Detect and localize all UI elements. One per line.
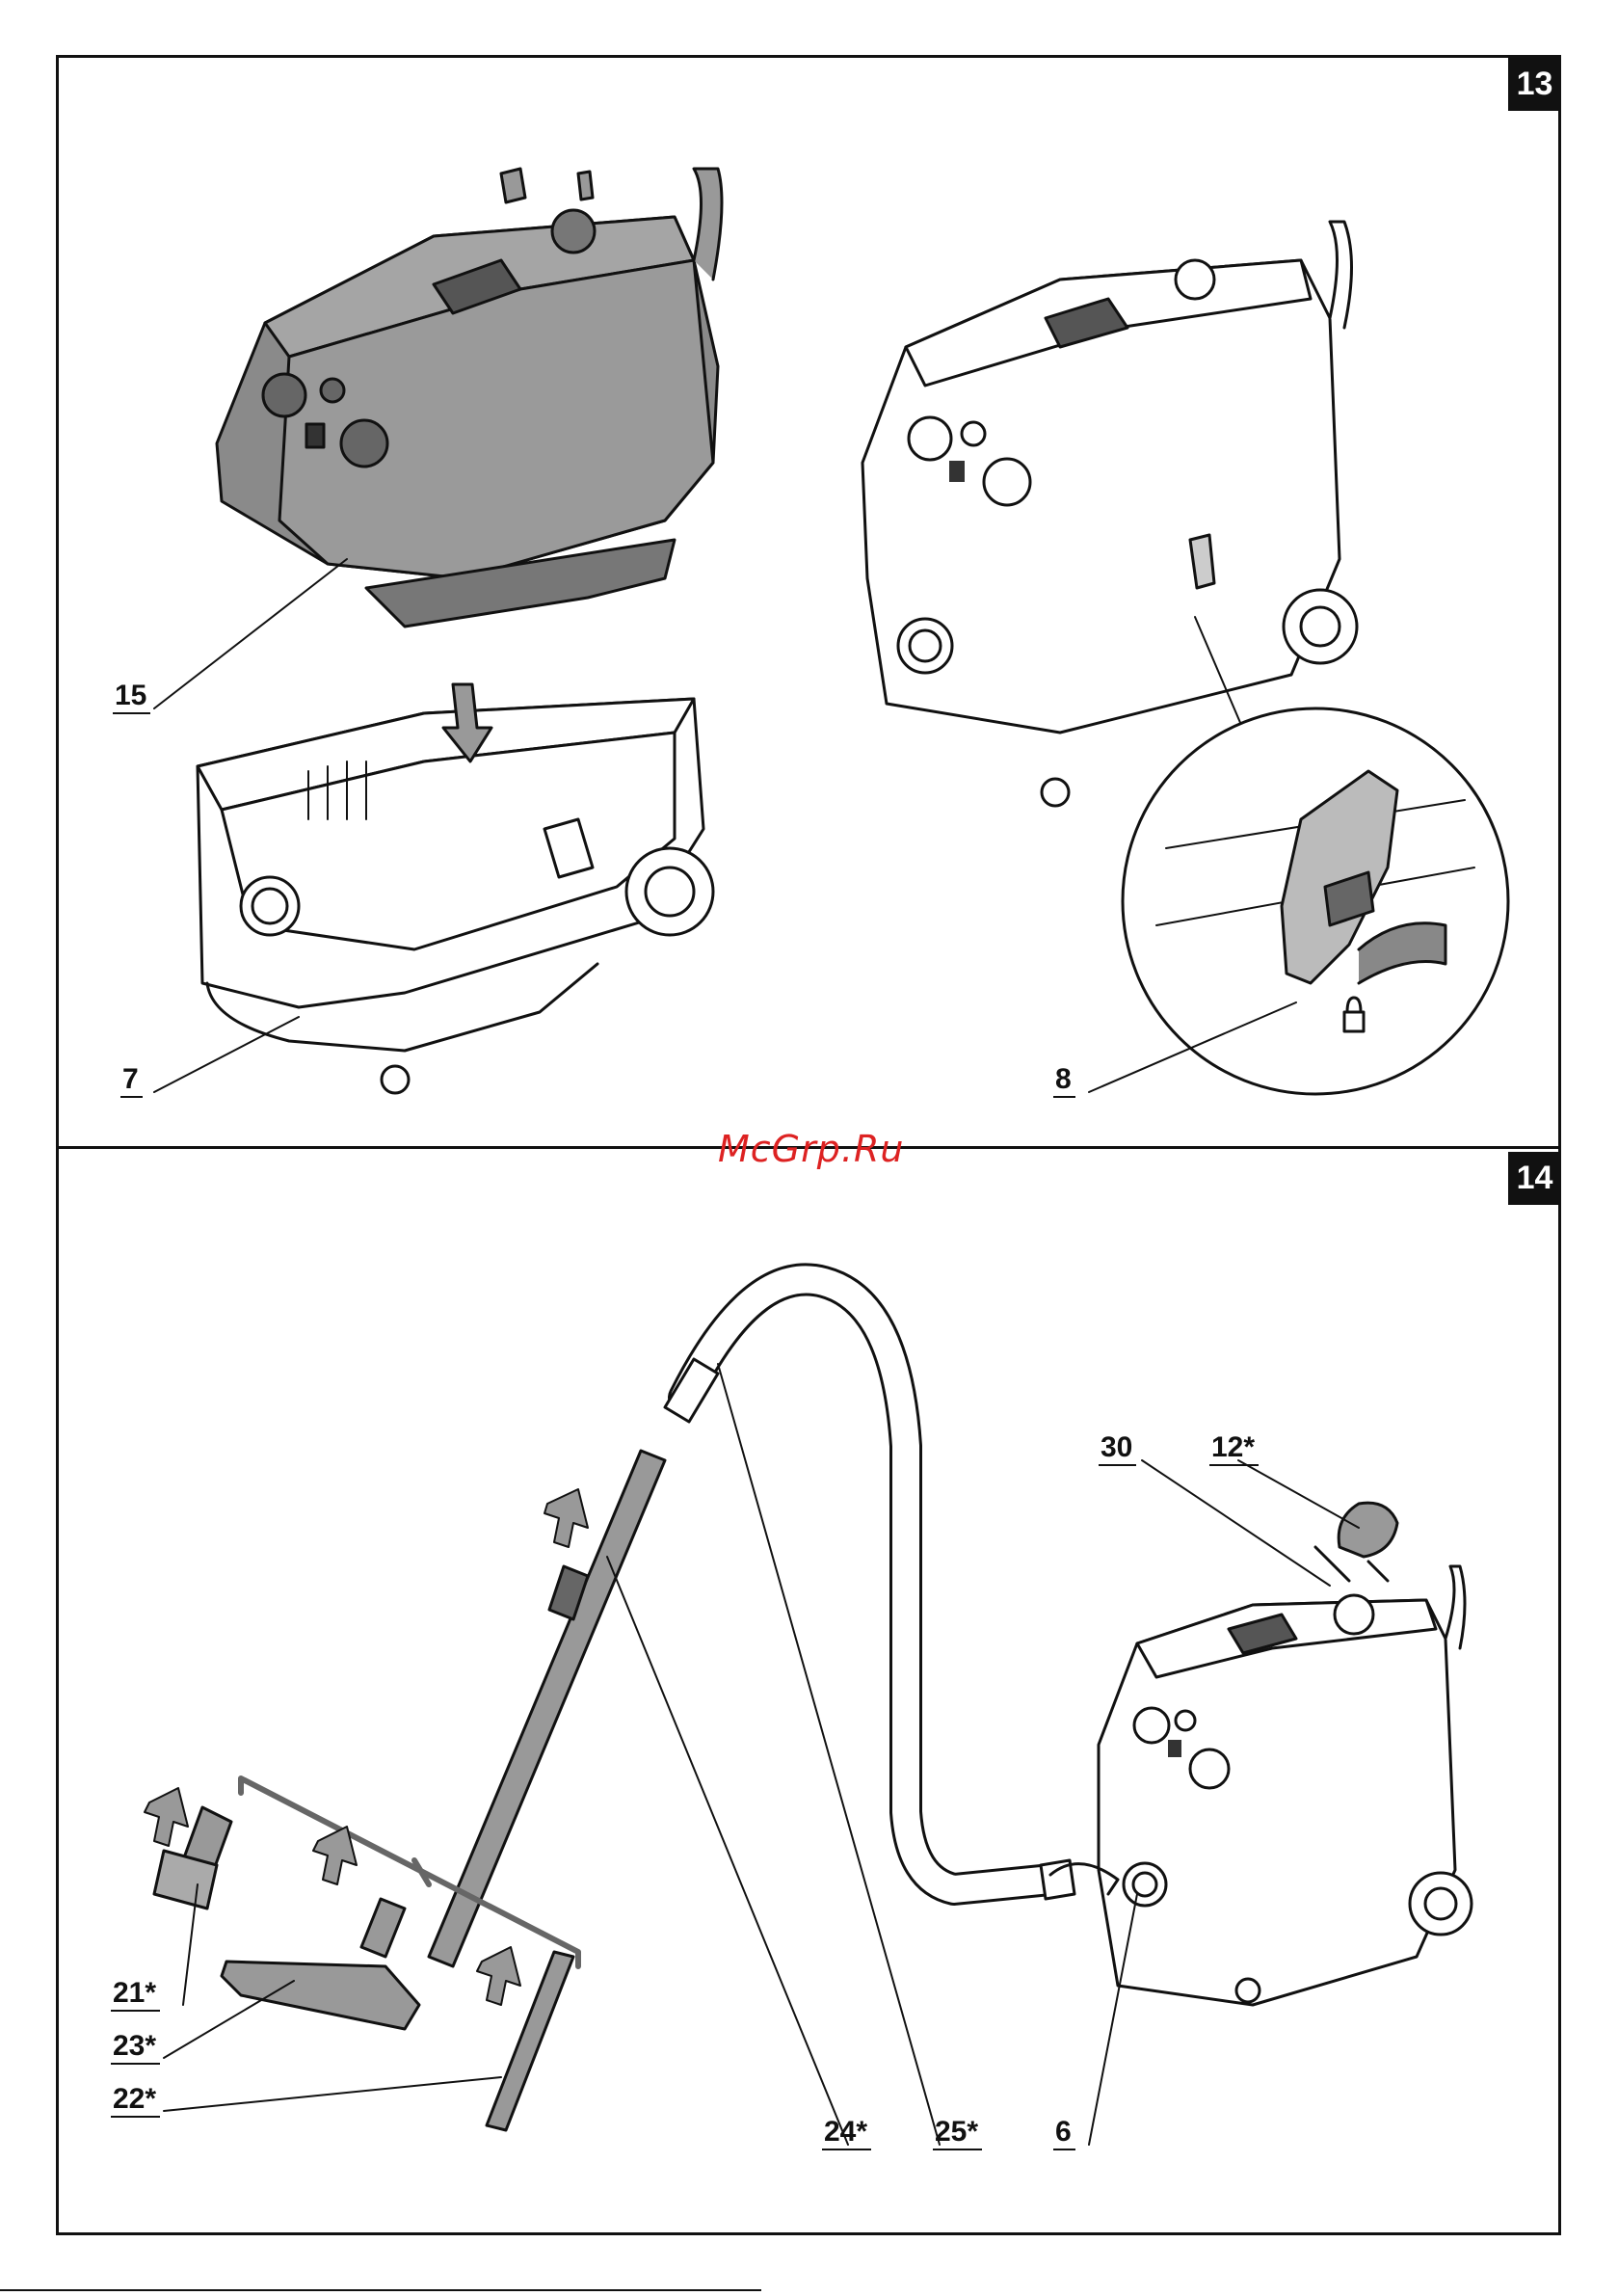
extension-tube-illustration — [429, 1451, 665, 1966]
label-23: 23* — [111, 2032, 160, 2065]
latch-detail-illustration — [1123, 708, 1508, 1094]
watermark: McGrp.Ru — [718, 1128, 904, 1170]
footer-rule — [0, 2289, 761, 2291]
label-12: 12* — [1209, 1433, 1259, 1466]
hose-illustration — [665, 1280, 1074, 1900]
label-8: 8 — [1053, 1065, 1075, 1098]
label-22: 22* — [111, 2085, 160, 2118]
label-24: 24* — [822, 2118, 871, 2150]
label-25: 25* — [933, 2118, 982, 2150]
floor-nozzle-illustration — [222, 1899, 419, 2029]
label-7: 7 — [120, 1065, 143, 1098]
label-21: 21* — [111, 1979, 160, 2012]
label-6: 6 — [1053, 2118, 1075, 2150]
container-illustration — [198, 684, 713, 1093]
label-15: 15 — [113, 681, 150, 714]
vacuum-fig14-illustration — [1050, 1503, 1472, 2005]
motor-head-illustration — [217, 169, 722, 627]
label-30: 30 — [1099, 1433, 1136, 1466]
accessory-bracket-illustration — [241, 1778, 578, 1966]
